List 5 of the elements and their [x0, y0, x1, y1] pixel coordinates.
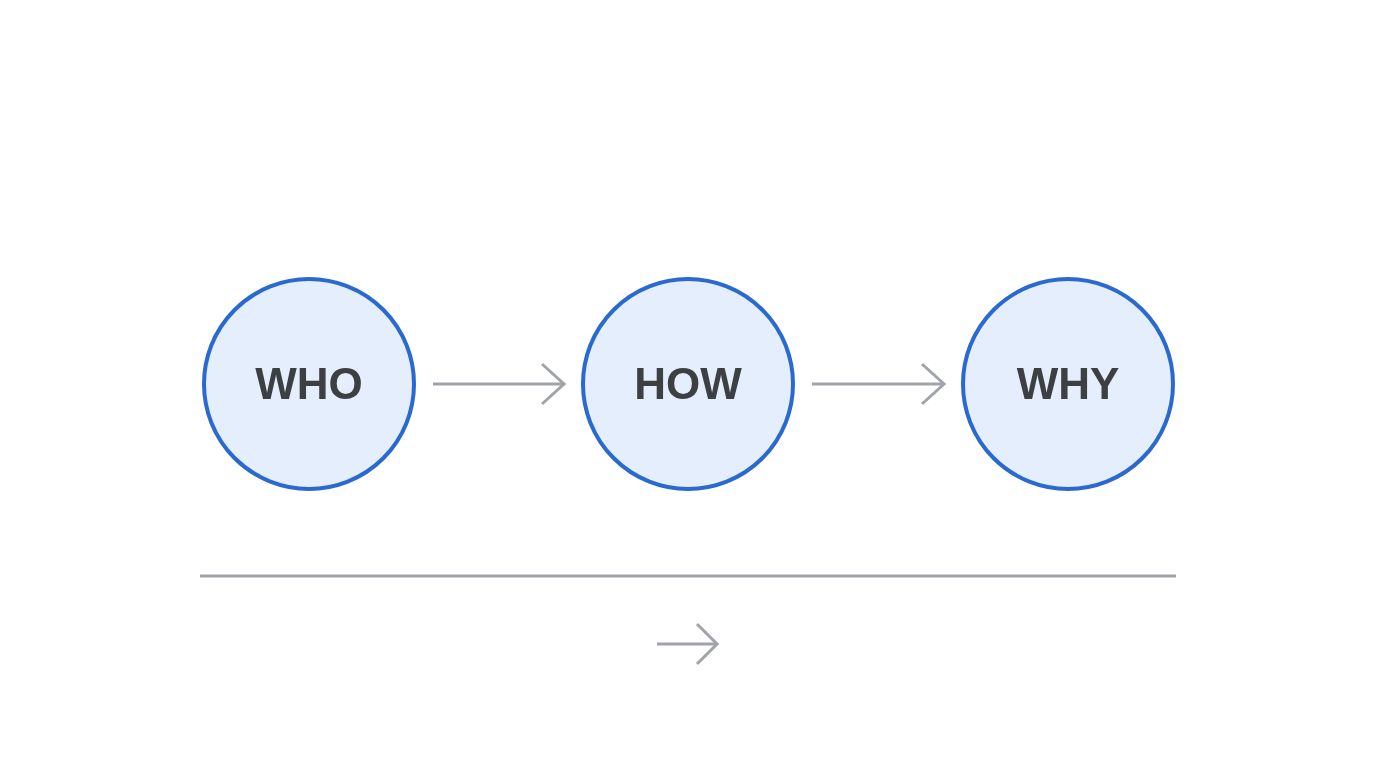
arrow [433, 362, 566, 406]
node-label: WHY [1016, 362, 1120, 406]
node-label: HOW [634, 362, 742, 406]
node-label: WHO [255, 362, 363, 406]
arrow [812, 362, 946, 406]
